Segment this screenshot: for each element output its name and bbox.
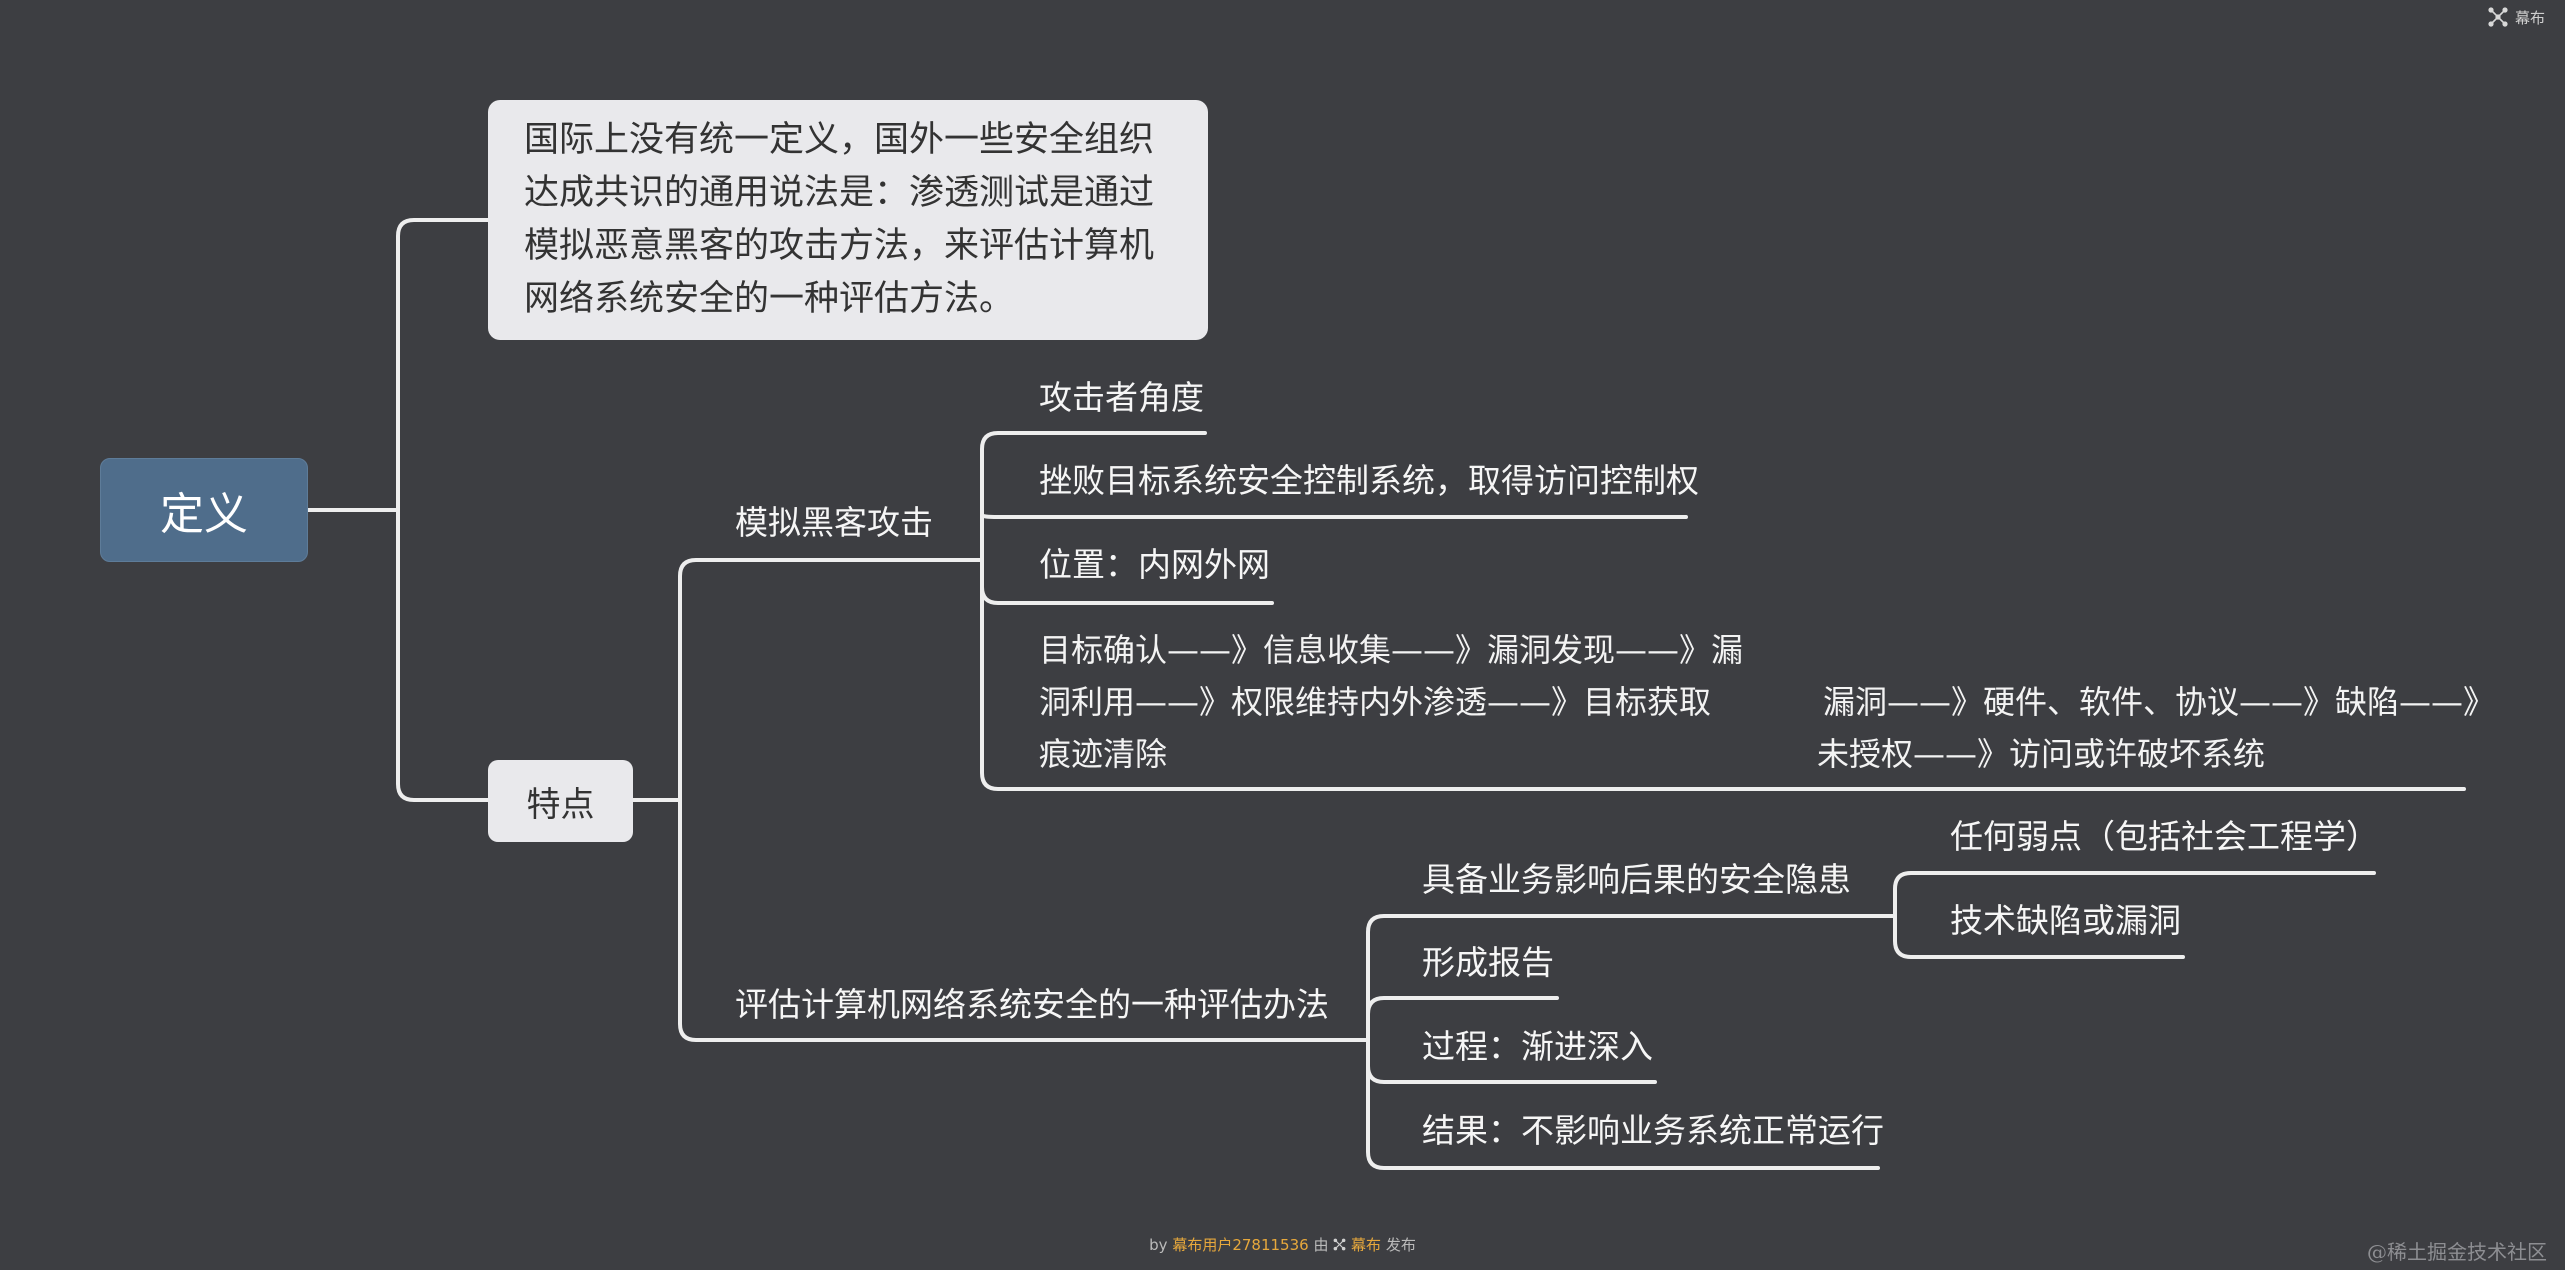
- process-line: 洞利用——》权限维持内外渗透——》目标获取: [1039, 683, 1712, 721]
- vulnerability-line: 未授权——》访问或许破坏系统: [1817, 735, 2266, 773]
- process-gradual-node[interactable]: 过程：渐进深入: [1422, 1027, 1653, 1066]
- process-line: 目标确认——》信息收集——》漏洞发现——》漏: [1039, 631, 1744, 669]
- connector-root-trunk: [396, 218, 490, 802]
- footer-credit: by 幕布用户27811536 由 幕布 发布: [0, 1234, 2565, 1255]
- definition-line: 国际上没有统一定义，国外一些安全组织: [524, 120, 1155, 160]
- connector-child-1: [980, 431, 2466, 791]
- root-node[interactable]: 定义: [100, 458, 308, 562]
- footer-logo-icon: [1333, 1238, 1346, 1251]
- tech-defect-node[interactable]: 技术缺陷或漏洞: [1950, 901, 2181, 940]
- definition-line: 网络系统安全的一种评估方法。: [524, 279, 1015, 319]
- attacker-view-node[interactable]: 攻击者角度: [1039, 378, 1204, 417]
- footer-brand-link[interactable]: 幕布: [1351, 1236, 1382, 1254]
- watermark: @稀土掘金技术社区: [2367, 1240, 2547, 1264]
- connector-child-2: [980, 513, 1688, 519]
- definition-line: 模拟恶意黑客的攻击方法，来评估计算机: [524, 226, 1155, 266]
- connector-child-3: [980, 585, 1274, 605]
- footer-by: by: [1149, 1236, 1168, 1254]
- vulnerability-line: 漏洞——》硬件、软件、协议——》缺陷——》: [1823, 683, 2496, 721]
- assessment-node[interactable]: 评估计算机网络系统安全的一种评估办法: [735, 985, 1329, 1024]
- footer-user-link[interactable]: 幕布用户27811536: [1172, 1236, 1309, 1254]
- security-hazard-node[interactable]: 具备业务影响后果的安全隐患: [1422, 860, 1851, 899]
- defeat-control-node[interactable]: 挫败目标系统安全控制系统，取得访问控制权: [1039, 461, 1699, 500]
- brand-logo-text: 幕布: [2514, 8, 2545, 27]
- process-node[interactable]: 目标确认——》信息收集——》漏洞发现——》漏 洞利用——》权限维持内外渗透——》…: [1039, 624, 1743, 780]
- definition-node[interactable]: 国际上没有统一定义，国外一些安全组织 达成共识的通用说法是：渗透测试是通过 模拟…: [488, 100, 1208, 340]
- footer-publish: 发布: [1385, 1236, 1416, 1254]
- position-node[interactable]: 位置：内网外网: [1039, 545, 1270, 584]
- simulate-attack-node[interactable]: 模拟黑客攻击: [735, 503, 933, 542]
- process-line: 痕迹清除: [1039, 735, 1168, 773]
- footer-via: 由: [1313, 1236, 1329, 1254]
- result-node[interactable]: 结果：不影响业务系统正常运行: [1422, 1111, 1884, 1150]
- features-node[interactable]: 特点: [488, 760, 633, 842]
- brand-logo: 幕布: [2487, 6, 2545, 28]
- connector-assess-trunk: [1366, 914, 1897, 1170]
- connector-assess-2: [1366, 996, 1559, 1016]
- mindmap-logo-icon: [2488, 7, 2508, 27]
- definition-line: 达成共识的通用说法是：渗透测试是通过: [524, 173, 1155, 213]
- connector-assess-3: [1366, 1064, 1657, 1084]
- connector-hazard-trunk: [1893, 871, 2376, 959]
- any-weakness-node[interactable]: 任何弱点（包括社会工程学）: [1950, 817, 2379, 856]
- connector-features-trunk: [678, 558, 1367, 1042]
- report-node[interactable]: 形成报告: [1422, 943, 1554, 982]
- vulnerability-node[interactable]: 漏洞——》硬件、软件、协议——》缺陷——》 未授权——》访问或许破坏系统: [1817, 676, 2495, 780]
